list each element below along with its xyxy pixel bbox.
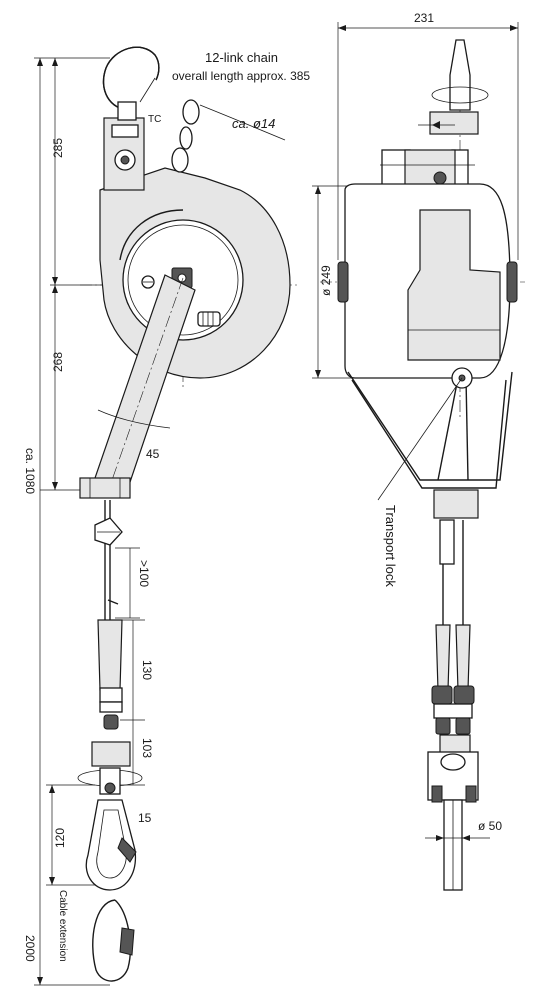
label-transport-lock: Transport lock xyxy=(383,505,398,587)
dimension-gt100: >100 xyxy=(115,547,151,619)
label-cable-extension: Cable extension xyxy=(57,890,68,962)
frame-front: Transport lock xyxy=(347,367,513,587)
cable-extension-sketch: Cable extension xyxy=(57,890,135,982)
label-2000: 2000 xyxy=(23,935,37,962)
side-view: 2000 ca. 1080 285 268 120 xyxy=(23,46,310,986)
label-dia249: ø 249 xyxy=(319,265,333,296)
handle-arm: 45 xyxy=(79,274,196,499)
dimension-231: 231 xyxy=(337,11,519,260)
label-285: 285 xyxy=(51,138,65,158)
label-231: 231 xyxy=(414,11,434,25)
label-gt100: >100 xyxy=(137,560,151,587)
housing-front xyxy=(337,183,518,379)
label-15: 15 xyxy=(138,811,152,825)
label-120: 120 xyxy=(53,828,67,848)
label-103: 103 xyxy=(140,738,154,758)
label-130: 130 xyxy=(140,660,154,680)
label-dia50: ø 50 xyxy=(478,819,502,833)
chain-title: 12-link chain xyxy=(205,50,278,65)
dimension-2000: 2000 xyxy=(23,57,110,986)
label-ca-1080: ca. 1080 xyxy=(23,448,37,494)
dimension-120: 120 xyxy=(46,784,95,886)
dimension-dia50: ø 50 xyxy=(425,819,502,841)
bottom-hook-front xyxy=(427,734,479,891)
dimension-130: 130 xyxy=(120,619,154,721)
label-268: 268 xyxy=(51,352,65,372)
chain-note: overall length approx. 385 xyxy=(172,69,310,83)
chain-side xyxy=(171,99,286,173)
cable-clamp-top xyxy=(94,517,123,546)
clamp-front xyxy=(431,624,475,735)
dimension-103: 103 xyxy=(120,720,154,786)
label-tc: TC xyxy=(148,114,161,125)
bottom-hook-side: 15 xyxy=(77,741,152,891)
top-hook-side: TC xyxy=(102,46,161,191)
chain-diameter: ca. ø14 xyxy=(232,116,275,131)
label-angle-45: 45 xyxy=(146,447,160,461)
front-view: 231 ø 249 xyxy=(312,11,525,891)
cable-connector xyxy=(97,599,123,730)
housing-side xyxy=(99,167,291,379)
lower-block-front xyxy=(433,489,479,625)
dimension-dia249: ø 249 xyxy=(312,185,370,379)
chain-labels: 12-link chain overall length approx. 385… xyxy=(172,50,310,131)
